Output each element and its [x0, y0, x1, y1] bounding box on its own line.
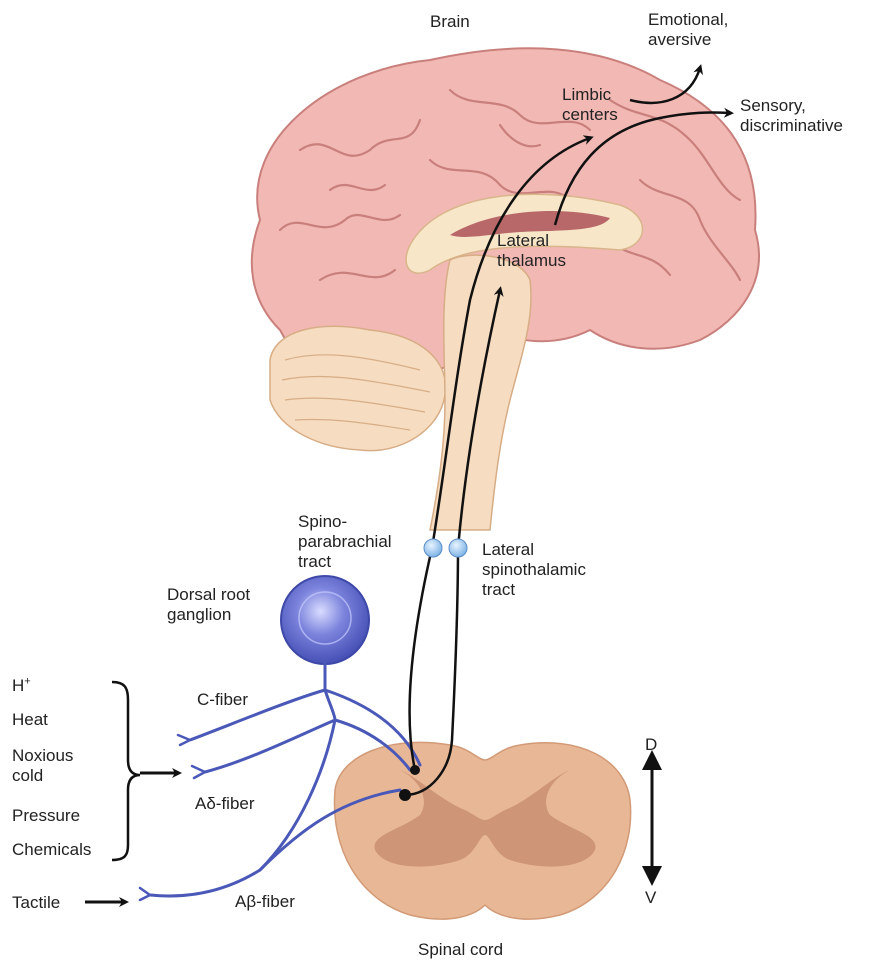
- label-drg: Dorsal root ganglion: [167, 585, 250, 625]
- cerebellum: [270, 326, 446, 450]
- label-limbic: Limbic centers: [562, 85, 618, 125]
- label-drg-line2: ganglion: [167, 605, 250, 625]
- label-sensory: Sensory, discriminative: [740, 96, 843, 136]
- label-limbic-line1: Limbic: [562, 85, 618, 105]
- label-ab-fiber: Aβ-fiber: [235, 892, 295, 912]
- label-emotional-line1: Emotional,: [648, 10, 728, 30]
- label-spino-line2: parabrachial: [298, 532, 392, 552]
- stimulus-cold: cold: [12, 766, 73, 786]
- label-lst-line3: tract: [482, 580, 586, 600]
- label-spino-line3: tract: [298, 552, 392, 572]
- stimulus-h-plus: H+: [12, 676, 31, 696]
- label-limbic-line2: centers: [562, 105, 618, 125]
- label-spinoparabrachial: Spino- parabrachial tract: [298, 512, 392, 572]
- stimulus-heat: Heat: [12, 710, 48, 730]
- fiber-endings: [140, 735, 205, 900]
- label-lateral-thalamus-line1: Lateral: [497, 231, 566, 251]
- axis-d-label: D: [645, 735, 657, 755]
- label-lateral-spinothalamic: Lateral spinothalamic tract: [482, 540, 586, 600]
- spinothalamic-marker: [449, 539, 467, 557]
- spinoparabrachial-marker: [424, 539, 442, 557]
- label-spinal-cord: Spinal cord: [418, 940, 503, 960]
- stimulus-bracket: [112, 682, 140, 860]
- label-sensory-line1: Sensory,: [740, 96, 843, 116]
- label-spino-line1: Spino-: [298, 512, 392, 532]
- drg-cell: [281, 576, 369, 664]
- stimulus-h-sup: +: [24, 675, 30, 687]
- label-ad-fiber: Aδ-fiber: [195, 794, 255, 814]
- label-drg-line1: Dorsal root: [167, 585, 250, 605]
- label-brain: Brain: [430, 12, 470, 32]
- dv-arrow-down: [642, 866, 662, 886]
- label-c-fiber: C-fiber: [197, 690, 248, 710]
- stimulus-h: H: [12, 676, 24, 695]
- label-lst-line1: Lateral: [482, 540, 586, 560]
- axis-v-label: V: [645, 888, 656, 908]
- stimulus-tactile: Tactile: [12, 893, 60, 913]
- stimulus-noxious-cold: Noxious cold: [12, 746, 73, 786]
- stimulus-noxious: Noxious: [12, 746, 73, 766]
- label-lateral-thalamus: Lateral thalamus: [497, 231, 566, 271]
- stimulus-chemicals: Chemicals: [12, 840, 91, 860]
- label-sensory-line2: discriminative: [740, 116, 843, 136]
- label-lst-line2: spinothalamic: [482, 560, 586, 580]
- label-emotional-line2: aversive: [648, 30, 728, 50]
- stimulus-pressure: Pressure: [12, 806, 80, 826]
- label-emotional: Emotional, aversive: [648, 10, 728, 50]
- label-lateral-thalamus-line2: thalamus: [497, 251, 566, 271]
